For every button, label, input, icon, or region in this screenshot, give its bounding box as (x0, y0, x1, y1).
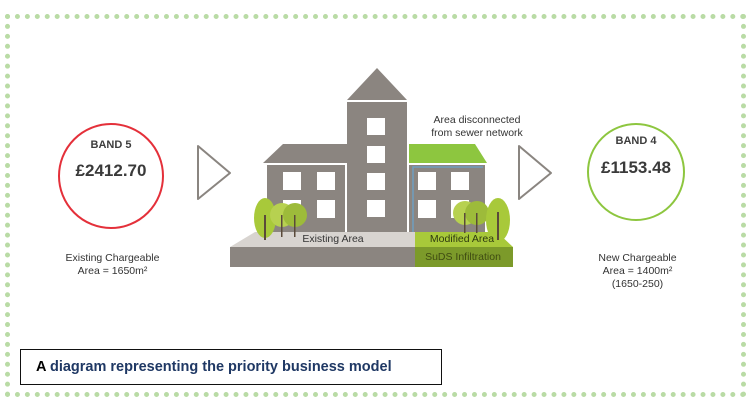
arrow-right-icon (197, 145, 231, 200)
new-band-circle: BAND 4 £1153.48 (587, 123, 685, 221)
new-caption-line2: Area = 1400m² (602, 265, 673, 277)
diagram-title: A diagram representing the priority busi… (36, 359, 392, 375)
downpipe (412, 166, 483, 232)
tower-roof (347, 68, 407, 100)
suds-block (415, 247, 513, 267)
current-caption-line2: Area = 1650m² (77, 265, 148, 277)
trees-right (453, 198, 510, 242)
current-area-caption: Existing Chargeable Area = 1650m² (45, 252, 180, 278)
modified-area-ground (415, 232, 513, 247)
current-caption-line1: Existing Chargeable (65, 252, 160, 264)
arrow-right-icon (518, 145, 552, 200)
current-band-circle: BAND 5 £2412.70 (58, 123, 164, 229)
existing-area-ground (230, 232, 415, 247)
suds-infiltration-label: SuDS Infiltration (425, 251, 501, 263)
diagram-title-box: A diagram representing the priority busi… (20, 349, 442, 385)
new-caption-line3: (1650-250) (611, 278, 664, 290)
building-illustration (230, 68, 513, 267)
current-band-label: BAND 5 (90, 139, 132, 151)
left-roof (263, 144, 347, 163)
dotted-frame (5, 14, 746, 397)
new-amount: £1153.48 (601, 158, 671, 177)
disconnected-line2: from sewer network (431, 127, 523, 139)
title-first-letter: A (36, 359, 46, 375)
new-area-caption: New Chargeable Area = 1400m² (1650-250) (570, 252, 705, 291)
current-amount: £2412.70 (75, 161, 147, 180)
trees-left (254, 198, 307, 240)
modified-area-label: Modified Area (429, 233, 495, 245)
green-roof (409, 144, 487, 163)
new-caption-line1: New Chargeable (598, 252, 677, 264)
new-band-label: BAND 4 (615, 135, 657, 147)
base-block (230, 247, 415, 267)
disconnected-area-label: Area disconnected from sewer network (412, 114, 542, 140)
disconnected-line1: Area disconnected (433, 114, 521, 126)
existing-area-label: Existing Area (302, 233, 364, 245)
title-rest: diagram representing the priority busine… (45, 359, 392, 375)
